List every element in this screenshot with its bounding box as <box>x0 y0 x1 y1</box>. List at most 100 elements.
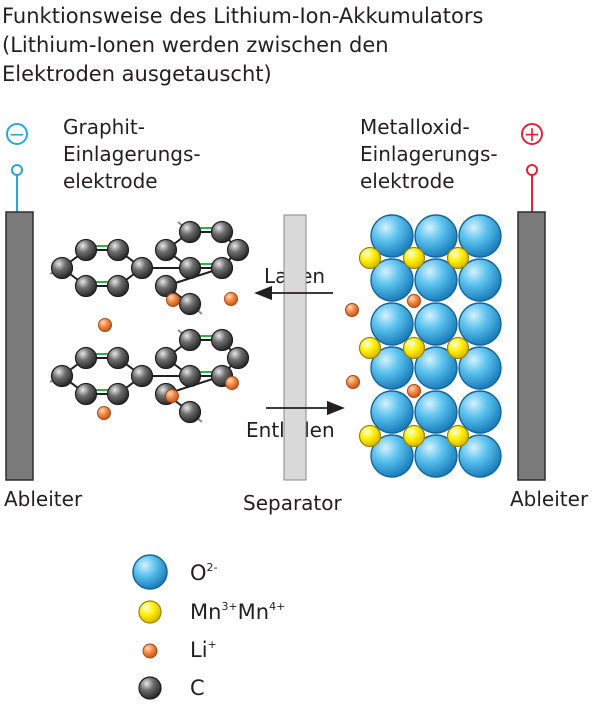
legend-manganese-icon <box>138 600 162 624</box>
legend-carbon-symbol: C <box>190 676 205 700</box>
carbon-atom <box>106 274 130 298</box>
diagram-title: Funktionsweise des Lithium-Ion-Akkumulat… <box>2 2 483 89</box>
carbon-atom <box>74 238 98 262</box>
title-line-1: Funktionsweise des Lithium-Ion-Akkumulat… <box>2 4 484 28</box>
legend-oxygen-symbol: O <box>190 561 207 585</box>
legend-manganese-charge-3: 3+ <box>221 600 238 613</box>
lithium-ion <box>345 303 359 317</box>
negative-terminal: − <box>6 122 28 212</box>
oxygen-ion <box>414 346 458 390</box>
legend-lithium-symbol: Li <box>190 638 208 662</box>
carbon-atom <box>178 292 202 316</box>
manganese-ion <box>402 336 426 360</box>
legend-lithium-charge: + <box>207 638 217 651</box>
separator-membrane <box>283 214 307 481</box>
legend-carbon-icon <box>138 676 162 700</box>
lithium-ion <box>165 389 179 403</box>
right-collector-label: Ableiter <box>510 487 589 511</box>
plus-icon: + <box>524 122 541 146</box>
manganese-ion <box>446 424 470 448</box>
carbon-atom <box>210 328 234 352</box>
metal-oxide-electrode-label: Metalloxid- Einlagerungs- elektrode <box>360 114 498 195</box>
carbon-atom <box>50 256 74 280</box>
negative-connector-icon <box>11 164 23 176</box>
legend-manganese-symbol-2: Mn <box>237 600 270 624</box>
positive-sign-circle <box>521 123 543 145</box>
manganese-ion <box>358 246 382 270</box>
manganese-ion <box>446 246 470 270</box>
carbon-atom <box>178 328 202 352</box>
graphite-electrode-label: Graphit- Einlagerungs- elektrode <box>63 114 201 195</box>
manganese-ion <box>358 424 382 448</box>
carbon-atom <box>178 256 202 280</box>
graphite-layers <box>49 220 250 424</box>
negative-sign-circle <box>6 123 28 145</box>
positive-connector-icon <box>526 164 538 176</box>
metal-oxide-lattice <box>358 214 502 478</box>
lithium-ion <box>97 406 111 420</box>
positive-terminal: + <box>521 122 543 212</box>
manganese-ion <box>402 246 426 270</box>
carbon-atom <box>130 364 154 388</box>
manganese-ion <box>446 336 470 360</box>
oxygen-ion <box>414 434 458 478</box>
legend-lithium-icon <box>142 643 158 659</box>
oxygen-ion <box>370 214 414 258</box>
title-line-2: (Lithium-Ionen werden zwischen den <box>2 33 389 57</box>
oxygen-ion <box>458 390 502 434</box>
title-line-3: Elektroden ausgetauscht) <box>2 62 272 86</box>
metal-oxide-label-line-3: elektrode <box>360 169 455 193</box>
lithium-ion <box>224 292 238 306</box>
carbon-atom <box>210 220 234 244</box>
carbon-atom <box>50 364 74 388</box>
legend-lithium-label: Li+ <box>190 638 217 662</box>
legend-oxygen-label: O2- <box>190 561 218 585</box>
legend-carbon-label: C <box>190 676 205 700</box>
right-current-collector <box>517 211 546 481</box>
carbon-atom <box>178 400 202 424</box>
oxygen-ion <box>414 214 458 258</box>
legend-manganese-symbol: Mn <box>190 600 222 624</box>
lithium-ion <box>407 384 421 398</box>
carbon-atom <box>74 346 98 370</box>
carbon-atom <box>226 346 250 370</box>
carbon-atom <box>226 238 250 262</box>
carbon-atom <box>106 238 130 262</box>
carbon-atom <box>178 364 202 388</box>
oxygen-ion <box>458 434 502 478</box>
oxygen-ion <box>370 258 414 302</box>
legend-oxygen-charge: 2- <box>206 561 218 574</box>
minus-icon: − <box>9 122 26 146</box>
oxygen-ion <box>458 214 502 258</box>
oxygen-ion <box>458 258 502 302</box>
carbon-atom <box>154 238 178 262</box>
metal-oxide-label-line-1: Metalloxid- <box>360 115 470 139</box>
graphite-label-line-3: elektrode <box>63 169 158 193</box>
legend-manganese-charge-4: 4+ <box>269 600 286 613</box>
graphite-label-line-1: Graphit- <box>63 115 145 139</box>
lithium-ion <box>346 375 360 389</box>
oxygen-ion <box>458 302 502 346</box>
lithium-ion <box>407 294 421 308</box>
free-lithium-ions <box>97 292 360 420</box>
legend-manganese-label: Mn3+Mn4+ <box>190 600 285 624</box>
left-current-collector <box>5 211 34 481</box>
carbon-atom <box>178 220 202 244</box>
carbon-atom <box>106 346 130 370</box>
oxygen-ion <box>414 390 458 434</box>
oxygen-ion <box>370 302 414 346</box>
carbon-atom <box>130 256 154 280</box>
carbon-atom <box>210 256 234 280</box>
metal-oxide-label-line-2: Einlagerungs- <box>360 142 498 166</box>
oxygen-ion <box>414 302 458 346</box>
carbon-atom <box>74 382 98 406</box>
graphite-label-line-2: Einlagerungs- <box>63 142 201 166</box>
left-collector-label: Ableiter <box>4 487 83 511</box>
manganese-ion <box>358 336 382 360</box>
oxygen-ion <box>458 346 502 390</box>
carbon-atom <box>74 274 98 298</box>
separator-label: Separator <box>243 491 342 515</box>
oxygen-ion <box>370 434 414 478</box>
oxygen-ion <box>414 258 458 302</box>
